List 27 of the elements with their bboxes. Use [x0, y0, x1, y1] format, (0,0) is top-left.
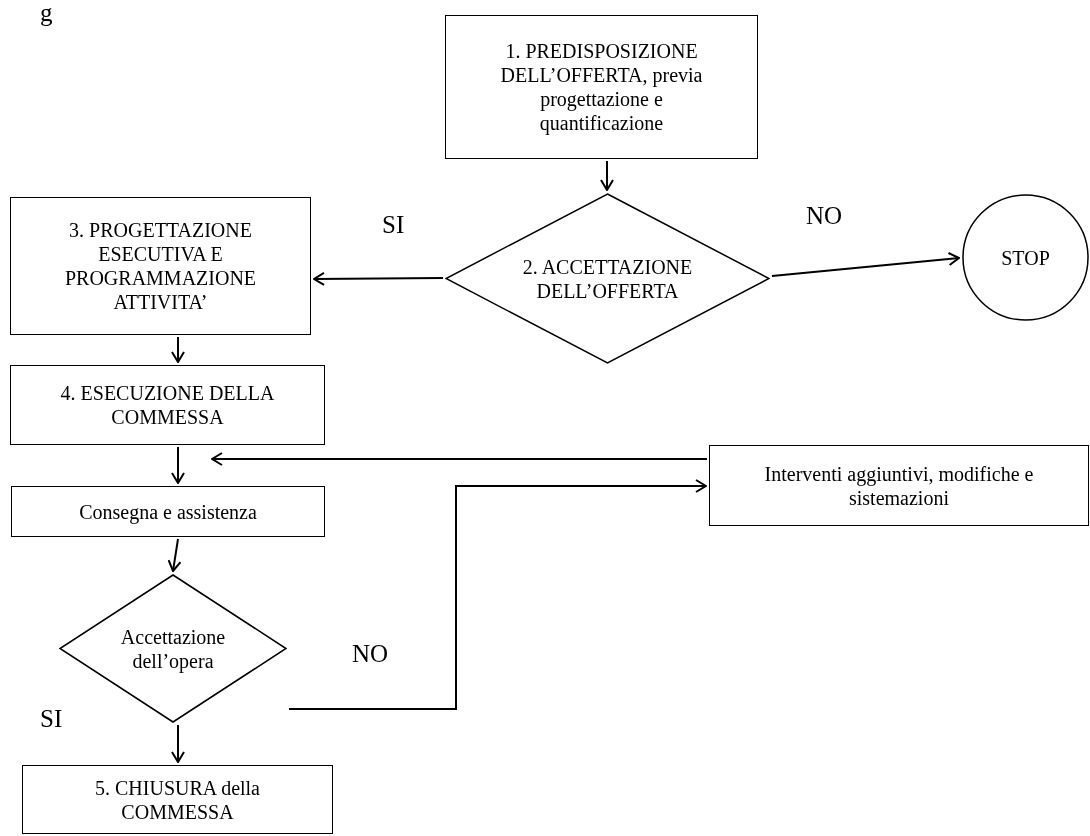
- arrow: [771, 252, 960, 277]
- arrow: [171, 336, 185, 363]
- node-text: 5. CHIUSURA della COMMESSA: [94, 775, 261, 824]
- node-text: 1. PREDISPOSIZIONE DELL’OFFERTA, previa progettazione e quantificazione: [499, 39, 704, 135]
- node-text: STOP: [1001, 245, 1050, 270]
- arrow: [600, 160, 614, 191]
- node-text: 4. ESECUZIONE DELLA COMMESSA: [59, 381, 276, 429]
- arrow: [167, 538, 182, 572]
- node-text: Accettazione dell’opera: [119, 624, 227, 673]
- decision-diamond: [445, 193, 770, 364]
- terminal-circle: [962, 194, 1089, 321]
- process-box: [10, 197, 311, 335]
- arrow: [171, 724, 185, 763]
- arrow: [313, 271, 444, 286]
- node-text: Interventi aggiuntivi, modifiche e sistemazioni: [763, 461, 1035, 510]
- process-box: [22, 765, 333, 834]
- node-text: 3. PROGETTAZIONE ESECUTIVA E PROGRAMMAZIONE ATTIVITA’: [63, 218, 258, 314]
- arrow: [288, 479, 707, 710]
- process-box: [10, 365, 325, 445]
- process-box: [709, 445, 1089, 526]
- node-text: 2. ACCETTAZIONE DELL’OFFERTA: [521, 254, 694, 303]
- process-box: [11, 486, 325, 537]
- arrow: [211, 452, 708, 466]
- process-box: [445, 15, 758, 159]
- node-text: Consegna e assistenza: [79, 499, 257, 524]
- arrow: [171, 446, 185, 484]
- text-fragment: g: [40, 0, 53, 25]
